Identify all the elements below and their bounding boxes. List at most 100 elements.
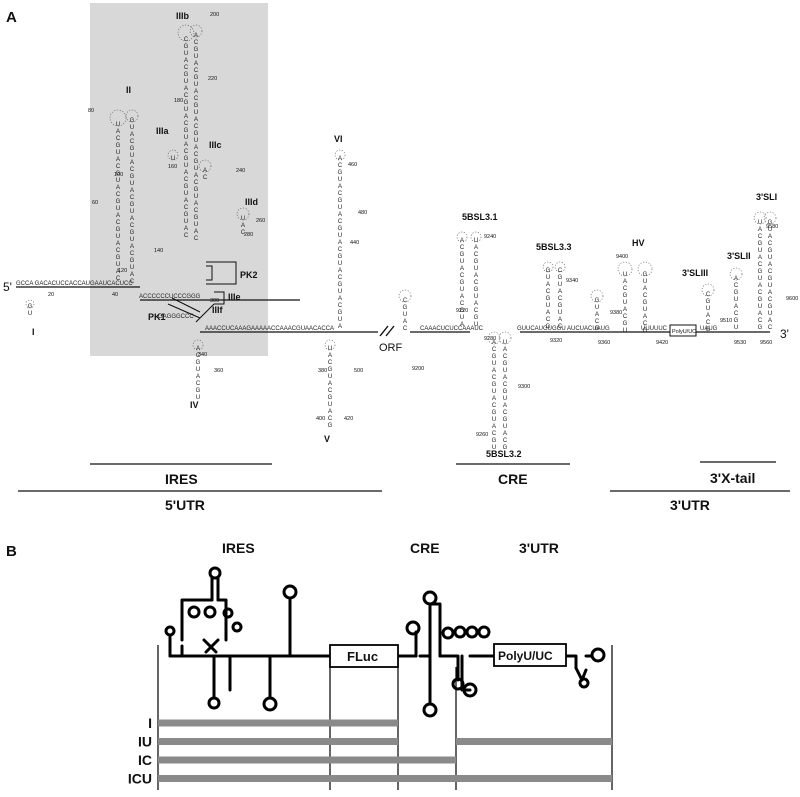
nucleotide: G (643, 300, 648, 306)
loop (470, 231, 482, 243)
nucleotide: A (734, 304, 738, 310)
nucleotide-number: 20 (48, 292, 54, 298)
nucleotide: C (546, 317, 551, 323)
nucleotide: A (503, 403, 507, 409)
nucleotide: U (116, 122, 120, 128)
nucleotide-number: 80 (88, 108, 94, 114)
nucleotide: C (194, 68, 199, 74)
linker-sequence-1: ACCCCCCUCCCGGG (139, 294, 201, 300)
panel-b-cre-header: CRE (410, 540, 440, 556)
nucleotide: G (328, 423, 333, 429)
nucleotide: G (758, 269, 763, 275)
nucleotide: C (460, 301, 465, 307)
nucleotide: C (768, 325, 773, 331)
nucleotide: U (768, 311, 772, 317)
nucleotide: C (546, 289, 551, 295)
nucleotide: G (328, 367, 333, 373)
loop (125, 109, 139, 123)
nucleotide-number: 240 (236, 168, 245, 174)
nucleotide-number: 440 (350, 240, 359, 246)
nucleotide: G (184, 156, 189, 162)
tail-sequence: UAUG (700, 326, 718, 332)
nucleotide: C (130, 251, 135, 257)
nucleotide: C (184, 149, 189, 155)
nucleotide: U (184, 191, 188, 197)
nucleotide: G (734, 290, 739, 296)
nucleotide: U (196, 367, 200, 373)
nucleotide: C (116, 192, 121, 198)
nucleotide: C (734, 311, 739, 317)
nucleotide: U (643, 279, 647, 285)
nucleotide: C (474, 280, 479, 286)
rna-backbone (16, 286, 770, 333)
fluc-box (329, 644, 399, 668)
nucleotide-number: 9200 (412, 366, 424, 372)
nucleotide-number: 300 (210, 298, 219, 304)
construct-segment (330, 719, 398, 727)
nucleotide-number: 200 (210, 12, 219, 18)
nucleotide: A (595, 312, 599, 318)
nucleotide: C (184, 233, 189, 239)
nucleotide-number: 9380 (610, 310, 622, 316)
ires-track-label: IRES (165, 471, 198, 487)
5bsl33-label: 5BSL3.3 (536, 242, 572, 252)
nucleotide: A (492, 340, 496, 346)
nucleotide: U (171, 156, 175, 162)
nucleotide: A (706, 313, 710, 319)
nucleotide-number: 9240 (484, 234, 496, 240)
nucleotide: A (460, 294, 464, 300)
nucleotide: U (328, 402, 332, 408)
nucleotide: U (758, 248, 762, 254)
polyu-box-a (669, 324, 697, 337)
nucleotide-number: 460 (348, 162, 357, 168)
nucleotide: G (116, 143, 121, 149)
nucleotide: C (184, 121, 189, 127)
schematic-vi-domain (268, 596, 292, 658)
nucleotide: C (758, 262, 763, 268)
nucleotide: G (492, 382, 497, 388)
nucleotide: C (184, 205, 189, 211)
loop (334, 149, 346, 161)
cre-3prime-sequence: GUUCAUGUGGU AUCUACUAUG (517, 326, 610, 332)
nucleotide: U (338, 261, 342, 267)
nucleotide: G (28, 304, 33, 310)
nucleotide: U (130, 125, 134, 131)
nucleotide-number: 340 (198, 352, 207, 358)
nucleotide: A (403, 319, 407, 325)
nucleotide: U (184, 163, 188, 169)
nucleotide: A (338, 324, 342, 330)
nucleotide: C (241, 230, 246, 236)
nucleotide: A (758, 311, 762, 317)
domain-iiic-label: IIIc (209, 140, 222, 150)
domain-labels: I II IIIa IIIb IIIc IIId IIIe IIIf IV V … (32, 11, 777, 459)
stem-loops: GUUACGUACGUACGUACGUACGUACGUACGUACGUACGUA… (25, 24, 777, 451)
nucleotide: U (758, 276, 762, 282)
nucleotide: A (194, 33, 198, 39)
nucleotide: U (130, 209, 134, 215)
loop (177, 24, 195, 42)
nucleotide: A (116, 129, 120, 135)
nucleotide: U (460, 315, 464, 321)
nucleotide-number: 9260 (476, 432, 488, 438)
domain-iv-label: IV (190, 400, 199, 410)
5bsl32-label: 5BSL3.2 (486, 449, 522, 459)
nucleotide: G (546, 324, 551, 330)
nucleotide: G (492, 354, 497, 360)
nucleotide: C (623, 286, 628, 292)
panel-b-ires-header: IRES (222, 540, 255, 556)
nucleotide: C (116, 136, 121, 142)
nucleotide: G (184, 72, 189, 78)
nucleotide: U (460, 287, 464, 293)
nucleotide: C (758, 318, 763, 324)
nucleotide-number: 9560 (760, 340, 772, 346)
nucleotide: U (492, 445, 496, 451)
nucleotide: C (196, 381, 201, 387)
nucleotide: C (194, 236, 199, 242)
